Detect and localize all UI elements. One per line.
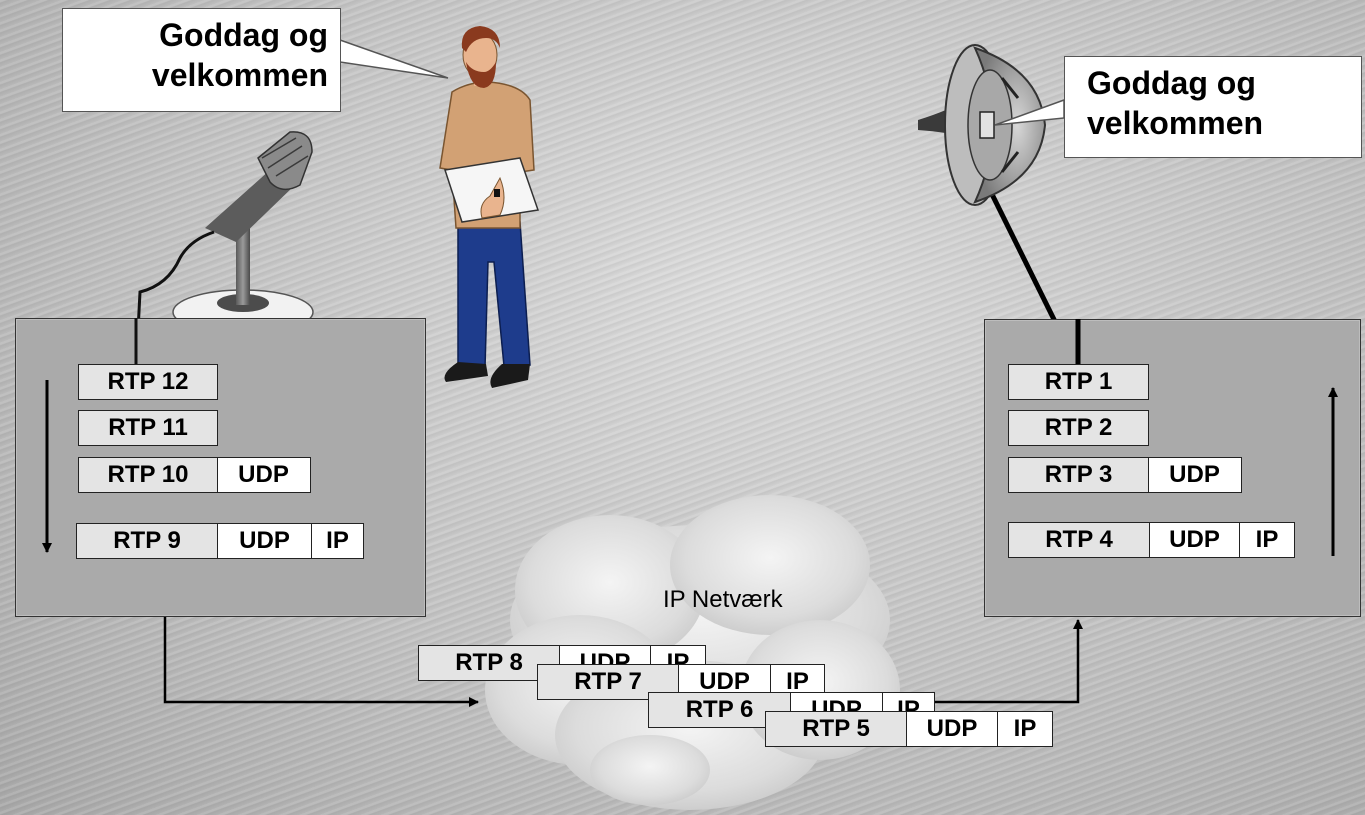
rtp-header: RTP 8 bbox=[418, 645, 560, 681]
rtp-header: RTP 5 bbox=[765, 711, 907, 747]
sender-to-network-arrow bbox=[163, 617, 479, 707]
speaker-bubble-tail bbox=[339, 38, 449, 79]
udp-header: UDP bbox=[905, 711, 999, 747]
rtp-header: RTP 10 bbox=[78, 457, 218, 493]
rtp-header: RTP 11 bbox=[78, 410, 218, 446]
sender-packet-rtp12: RTP 12 bbox=[78, 364, 218, 400]
speaker-bubble-line2: velkommen bbox=[151, 57, 328, 93]
receiver-bubble-line2: velkommen bbox=[1087, 105, 1264, 141]
udp-header: UDP bbox=[1148, 522, 1241, 558]
receiver-bubble-line1: Goddag og bbox=[1087, 65, 1256, 101]
network-label: IP Netværk bbox=[663, 586, 783, 613]
transit-packet-rtp5: RTP 5 UDP IP bbox=[765, 711, 1053, 747]
presenter-person-icon bbox=[439, 26, 540, 388]
rtp-header: RTP 4 bbox=[1008, 522, 1150, 558]
receiver-packet-rtp4: RTP 4 UDP IP bbox=[1008, 522, 1295, 558]
rtp-header: RTP 3 bbox=[1008, 457, 1149, 493]
rtp-header: RTP 1 bbox=[1008, 364, 1149, 400]
ip-header: IP bbox=[311, 523, 364, 559]
sender-packet-rtp10: RTP 10 UDP bbox=[78, 457, 311, 493]
ip-header: IP bbox=[1239, 522, 1295, 558]
loudspeaker-icon bbox=[918, 44, 1081, 370]
udp-header: UDP bbox=[1147, 457, 1242, 493]
udp-header: UDP bbox=[216, 523, 313, 559]
receiver-packet-rtp1: RTP 1 bbox=[1008, 364, 1149, 400]
rtp-header: RTP 12 bbox=[78, 364, 218, 400]
udp-header: UDP bbox=[216, 457, 311, 493]
receiver-packet-rtp2: RTP 2 bbox=[1008, 410, 1149, 446]
microphone-icon bbox=[134, 131, 314, 371]
rtp-header: RTP 9 bbox=[76, 523, 218, 559]
speaker-bubble-line1: Goddag og bbox=[159, 17, 328, 53]
sender-packet-rtp9: RTP 9 UDP IP bbox=[76, 523, 364, 559]
rtp-header: RTP 2 bbox=[1008, 410, 1149, 446]
rtp-header: RTP 7 bbox=[537, 664, 679, 700]
ip-header: IP bbox=[997, 711, 1053, 747]
sender-packet-rtp11: RTP 11 bbox=[78, 410, 218, 446]
network-to-receiver-arrow bbox=[935, 619, 1083, 704]
speaker-speech-bubble: Goddag og velkommen bbox=[62, 8, 341, 112]
receiver-packet-rtp3: RTP 3 UDP bbox=[1008, 457, 1242, 493]
receiver-speech-bubble: Goddag og velkommen bbox=[1064, 56, 1362, 158]
rtp-header: RTP 6 bbox=[648, 692, 791, 728]
